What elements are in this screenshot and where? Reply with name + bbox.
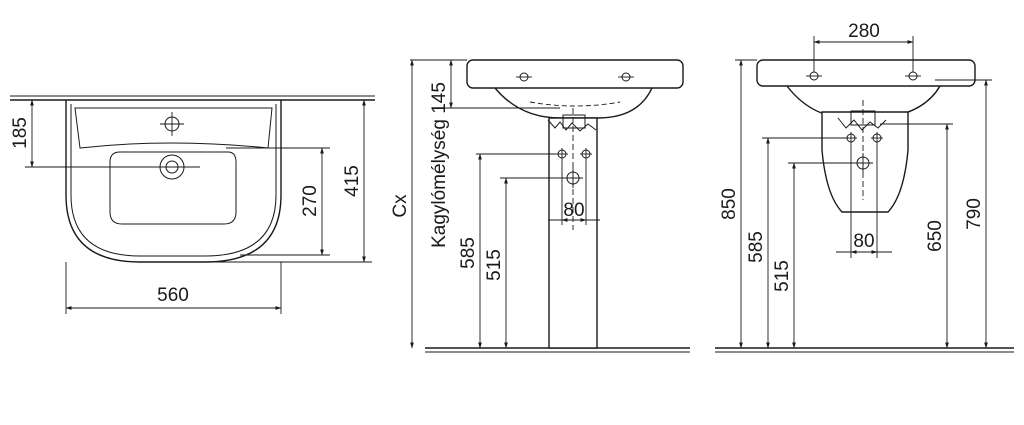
- top-view: 185 270 415 560: [10, 95, 375, 314]
- tap-deck: [74, 107, 273, 149]
- dim-850-label: 850: [719, 188, 740, 220]
- front-dim-515-label: 515: [484, 249, 505, 281]
- siphon: [562, 114, 586, 129]
- dim-280-label: 280: [848, 21, 880, 42]
- inner-bowl: [109, 151, 237, 225]
- side-view: 280 80 850 585 515 650 790: [715, 21, 1014, 353]
- basin-outline: [65, 100, 282, 263]
- dim-560-label: 560: [157, 285, 189, 306]
- front-dim-80-label: 80: [563, 200, 584, 221]
- side-basin-rim: [756, 59, 976, 87]
- basin-rim: [466, 59, 684, 89]
- dim-cx-label: Cx: [390, 194, 411, 218]
- dim-270-label: 270: [300, 185, 321, 217]
- side-dim-585-label: 585: [746, 231, 767, 263]
- dim-650-label: 650: [925, 220, 946, 252]
- semi-pedestal: [821, 111, 909, 213]
- basin-bowl: [494, 87, 653, 119]
- dim-790-label: 790: [964, 198, 985, 230]
- front-view: 80 Cx Kagylómélység 145 585 515: [390, 59, 690, 353]
- side-dim-80-label: 80: [853, 231, 874, 252]
- front-dim-585-label: 585: [458, 237, 479, 269]
- side-dim-515-label: 515: [772, 260, 793, 292]
- dim-bowl-depth-label: Kagylómélység 145: [429, 82, 450, 248]
- dim-415-label: 415: [342, 165, 363, 197]
- dim-185-label: 185: [10, 117, 31, 149]
